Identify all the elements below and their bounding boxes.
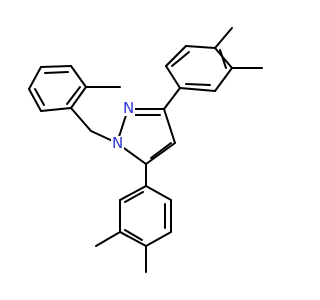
- bond: [70, 86, 87, 109]
- atom-label-nitrogen-2: N: [122, 99, 136, 117]
- bond: [165, 45, 187, 67]
- bond: [145, 185, 172, 201]
- bond: [119, 185, 147, 201]
- bond: [185, 45, 216, 49]
- bond: [66, 86, 81, 105]
- bond: [119, 231, 147, 247]
- bond: [28, 88, 42, 112]
- bond: [145, 231, 172, 247]
- bond: [40, 107, 72, 112]
- bond: [34, 88, 45, 106]
- bond: [171, 51, 190, 67]
- bond: [70, 107, 92, 132]
- bond: [28, 66, 42, 90]
- bond: [150, 142, 172, 159]
- structure-canvas: N N: [28, 27, 263, 273]
- bond: [179, 87, 216, 92]
- bond: [165, 65, 181, 89]
- bond: [70, 65, 87, 88]
- molecule-structure: [28, 27, 263, 273]
- bond: [219, 49, 227, 69]
- atom-label-nitrogen-1: N: [111, 134, 125, 152]
- bond: [95, 231, 121, 247]
- bond: [124, 229, 143, 241]
- bond: [44, 71, 69, 74]
- bond: [40, 65, 72, 68]
- bond: [185, 83, 211, 86]
- bond: [214, 27, 233, 49]
- bond: [163, 87, 181, 110]
- bond: [163, 108, 176, 144]
- bond: [124, 191, 144, 203]
- bond: [214, 67, 233, 92]
- bond: [145, 142, 176, 165]
